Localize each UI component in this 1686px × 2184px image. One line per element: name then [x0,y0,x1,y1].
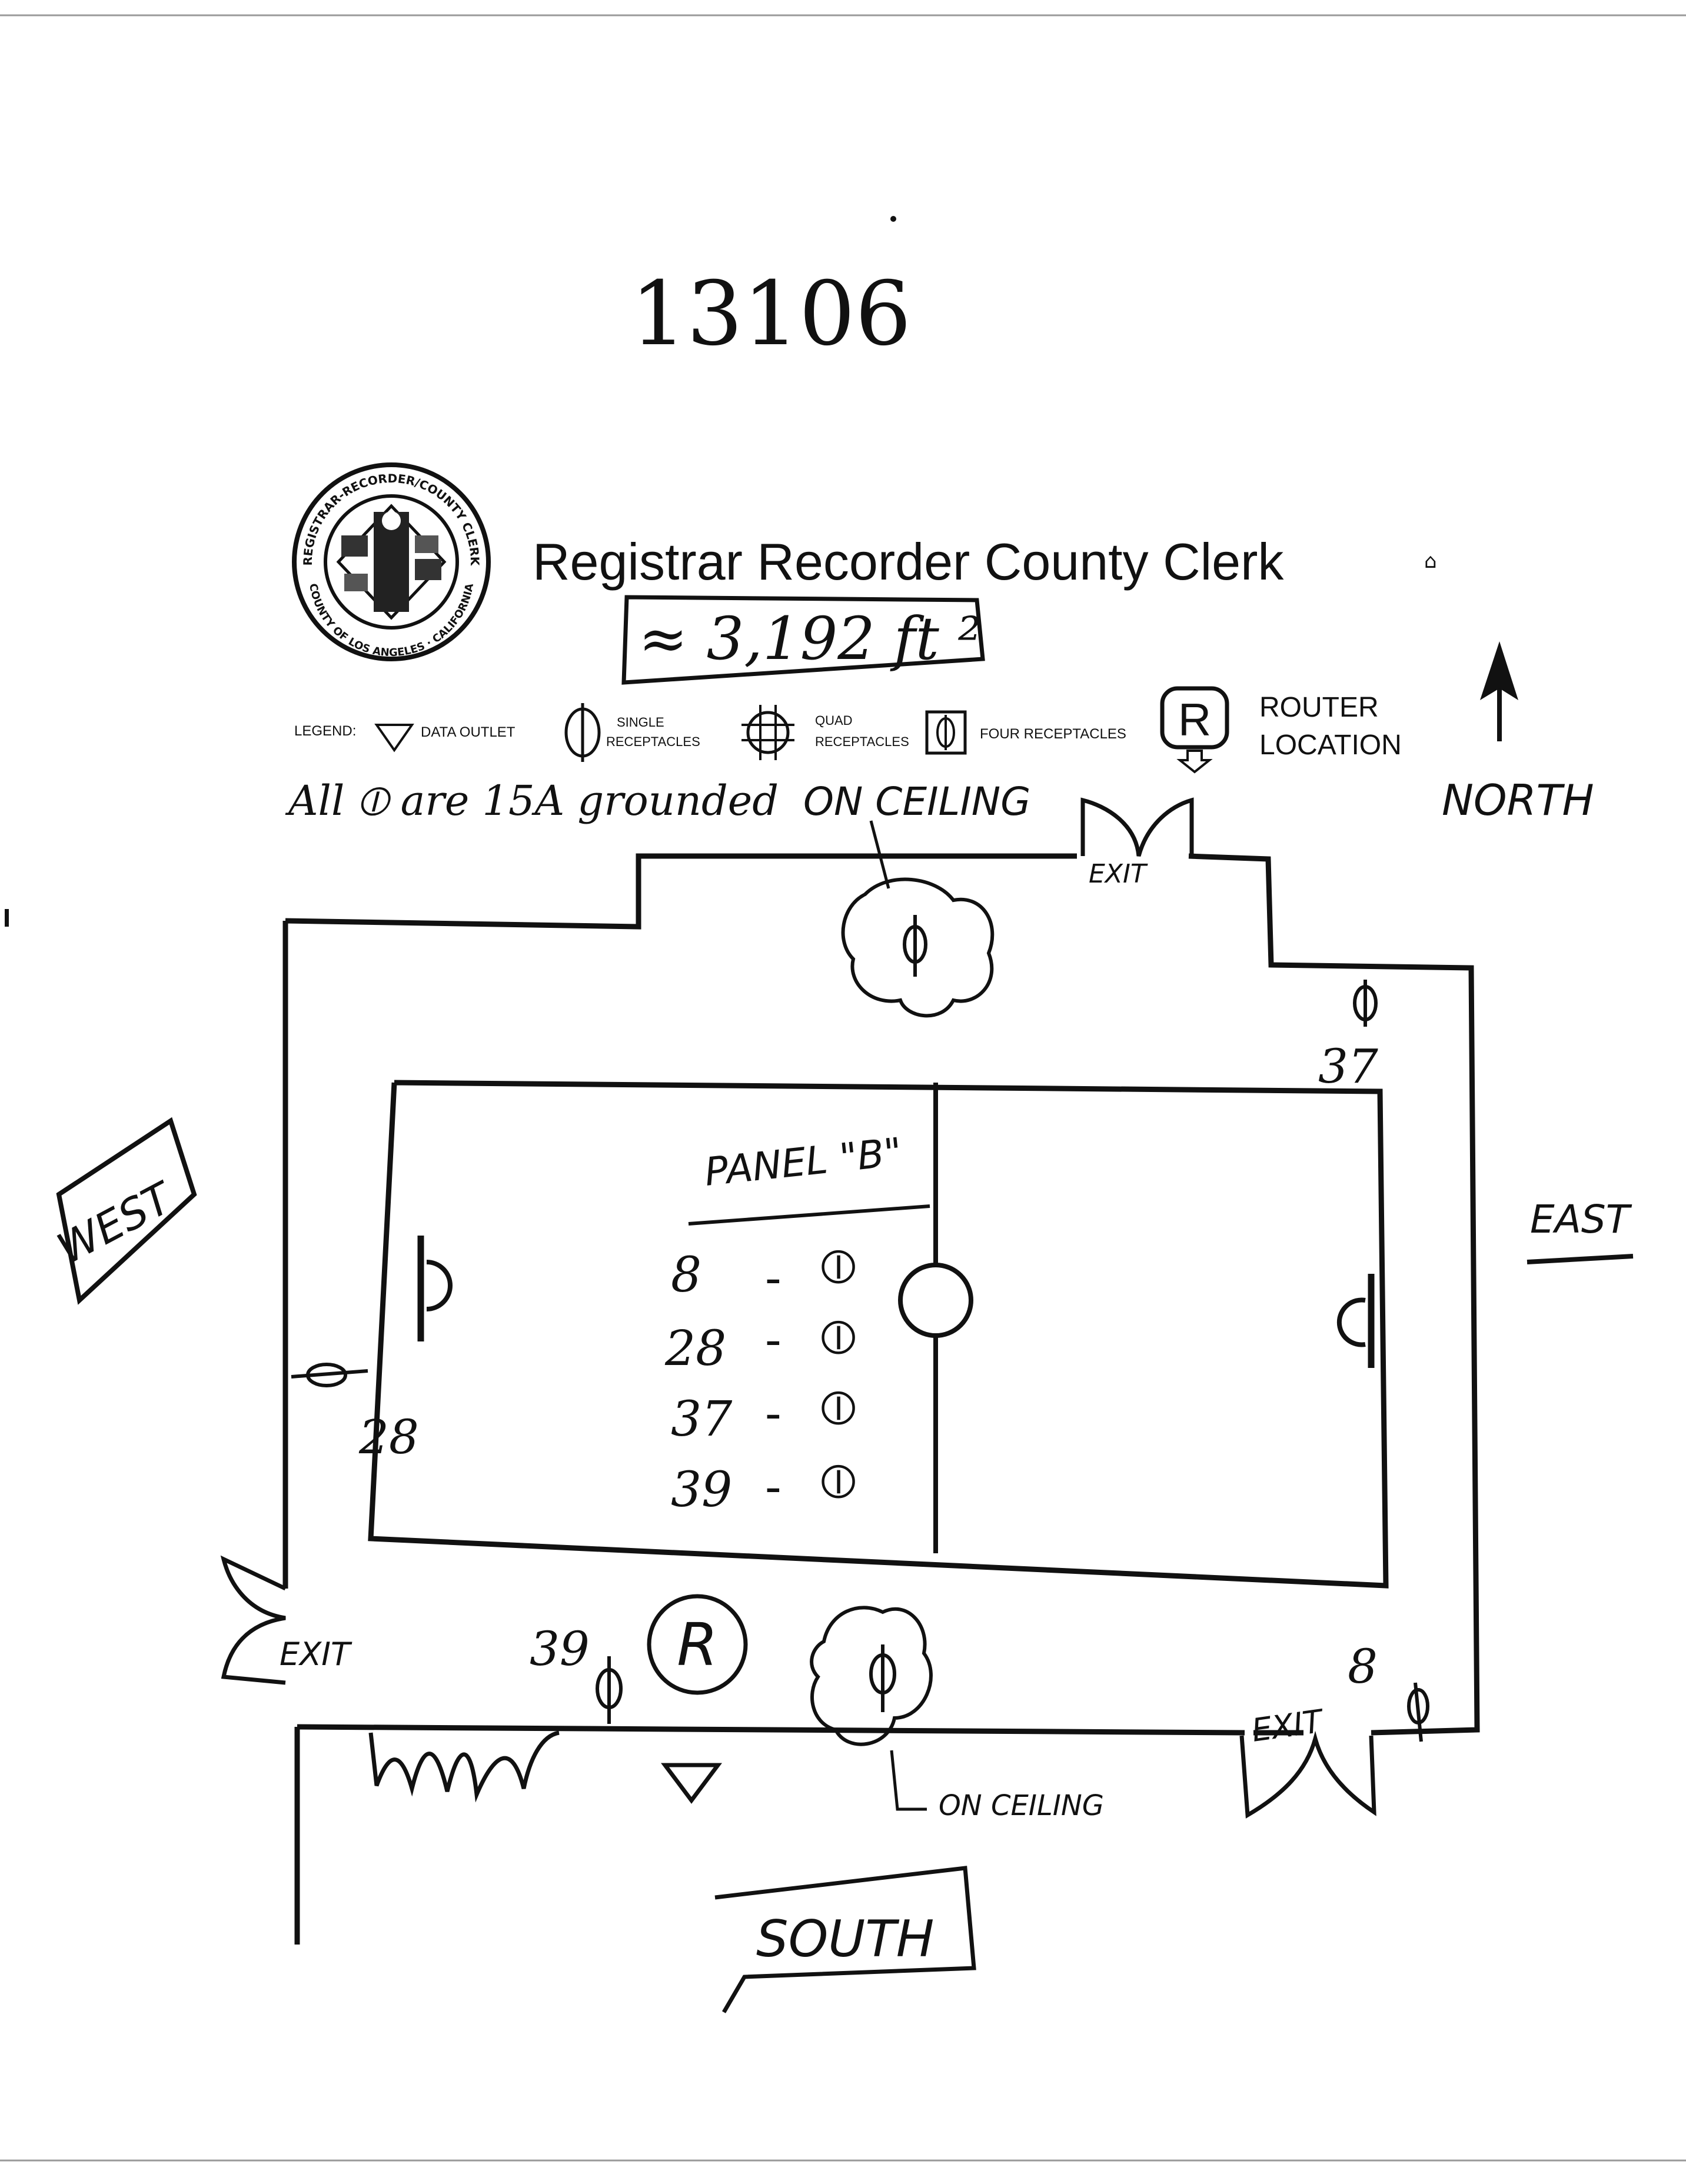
exit-label-west: EXIT [280,1636,353,1673]
compass-west-box: WEST [49,1117,197,1305]
page-number: 13106 [630,263,911,365]
panel-row-circuit: 39 [671,1462,732,1518]
triangle-down-icon [374,724,414,753]
south-windows [368,1730,560,1803]
router-location-letter: R [677,1610,717,1679]
legend-data-outlet: DATA OUTLET [421,724,516,740]
panel-row-dash: - [765,1386,782,1441]
legend-single-line1: SINGLE [617,715,664,730]
compass-south: SOUTH [756,1910,934,1969]
home-icon: ⌂ [1424,550,1437,573]
panel-title: PANEL "B" [703,1129,904,1195]
circuit-label-south: 39 [530,1622,590,1676]
scan-mark [5,909,9,927]
panel-row-dash: - [765,1250,782,1306]
single-receptacle-icon [1336,1274,1375,1368]
panel-title-underline [688,1204,930,1226]
single-receptacle-icon [417,1236,453,1341]
legend-label: LEGEND: [294,723,356,739]
panel-row-value: ⦶ [821,1380,856,1436]
exit-door-west: EXIT [220,1555,353,1685]
router-icon-letter: R [1178,694,1211,745]
ceiling-note-bottom: ON CEILING [939,1789,1104,1822]
circuit-label-ne: 37 [1318,1039,1378,1094]
exit-door-north: EXIT [1080,797,1194,889]
legend-router-line2: LOCATION [1259,730,1402,761]
exit-label-north: EXIT [1089,859,1148,889]
compass-north: NORTH [1442,775,1594,825]
router-icon: R [1160,686,1229,774]
area-note: ≈ 3,192 ft ² [621,595,985,685]
compass-south-box: SOUTH [714,1866,976,2013]
area-note-text: ≈ 3,192 ft ² [639,604,982,673]
compass-east: EAST [1530,1197,1632,1242]
ceiling-receptacle-icon [841,877,995,1018]
legend-quad-line2: RECEPTACLES [815,734,909,749]
ceiling-note-top: ON CEILING [803,779,1030,824]
panel-row-circuit: 37 [671,1391,733,1447]
panel-row-value: ⦶ [821,1453,856,1509]
panel-row-value: ⦶ [821,1309,856,1365]
panel-row-dash: - [765,1459,782,1515]
outer-room-walls [282,853,1480,1736]
legend: LEGEND: DATA OUTLET SINGLE RECEPTACLES Q… [294,686,1402,774]
exit-door-southeast: EXIT [1239,1702,1376,1819]
north-arrow-icon [1480,641,1518,741]
legend-four-receptacles: FOUR RECEPTACLES [980,726,1126,742]
single-receptacle-icon [564,703,601,762]
compass-east-underline [1527,1254,1634,1264]
county-seal-logo: REGISTRAR-RECORDER/COUNTY CLERK COUNTY O… [292,462,491,661]
panel-row-dash: - [765,1312,782,1368]
ceiling-note-leader-bottom [890,1750,927,1811]
page-title: Registrar Recorder County Clerk [533,532,1284,591]
panel-row-value: ⦶ [821,1239,856,1294]
legend-router-line1: ROUTER [1259,692,1379,723]
legend-quad-line1: QUAD [815,713,853,728]
single-receptacle-icon [1353,980,1378,1027]
inner-room-walls [368,1080,1389,1589]
circuit-label-se: 8 [1348,1639,1378,1694]
electrical-panel-icon [898,1263,973,1338]
circuit-label-west: 28 [358,1410,419,1464]
four-receptacle-icon [925,710,967,755]
panel-row-circuit: 8 [671,1247,701,1303]
single-receptacle-icon [291,1363,368,1387]
data-outlet-icon [661,1763,722,1804]
quad-receptacle-icon [741,705,794,760]
single-receptacle-icon [1407,1682,1429,1742]
all-receptacles-note: All ⦶ are 15A grounded [285,777,779,825]
router-location-icon: R [647,1594,748,1695]
ceiling-receptacle-icon [810,1606,933,1746]
single-receptacle-icon [596,1656,623,1724]
scan-speck [890,216,896,222]
panel-row-circuit: 28 [664,1321,726,1377]
legend-single-line2: RECEPTACLES [606,734,700,749]
